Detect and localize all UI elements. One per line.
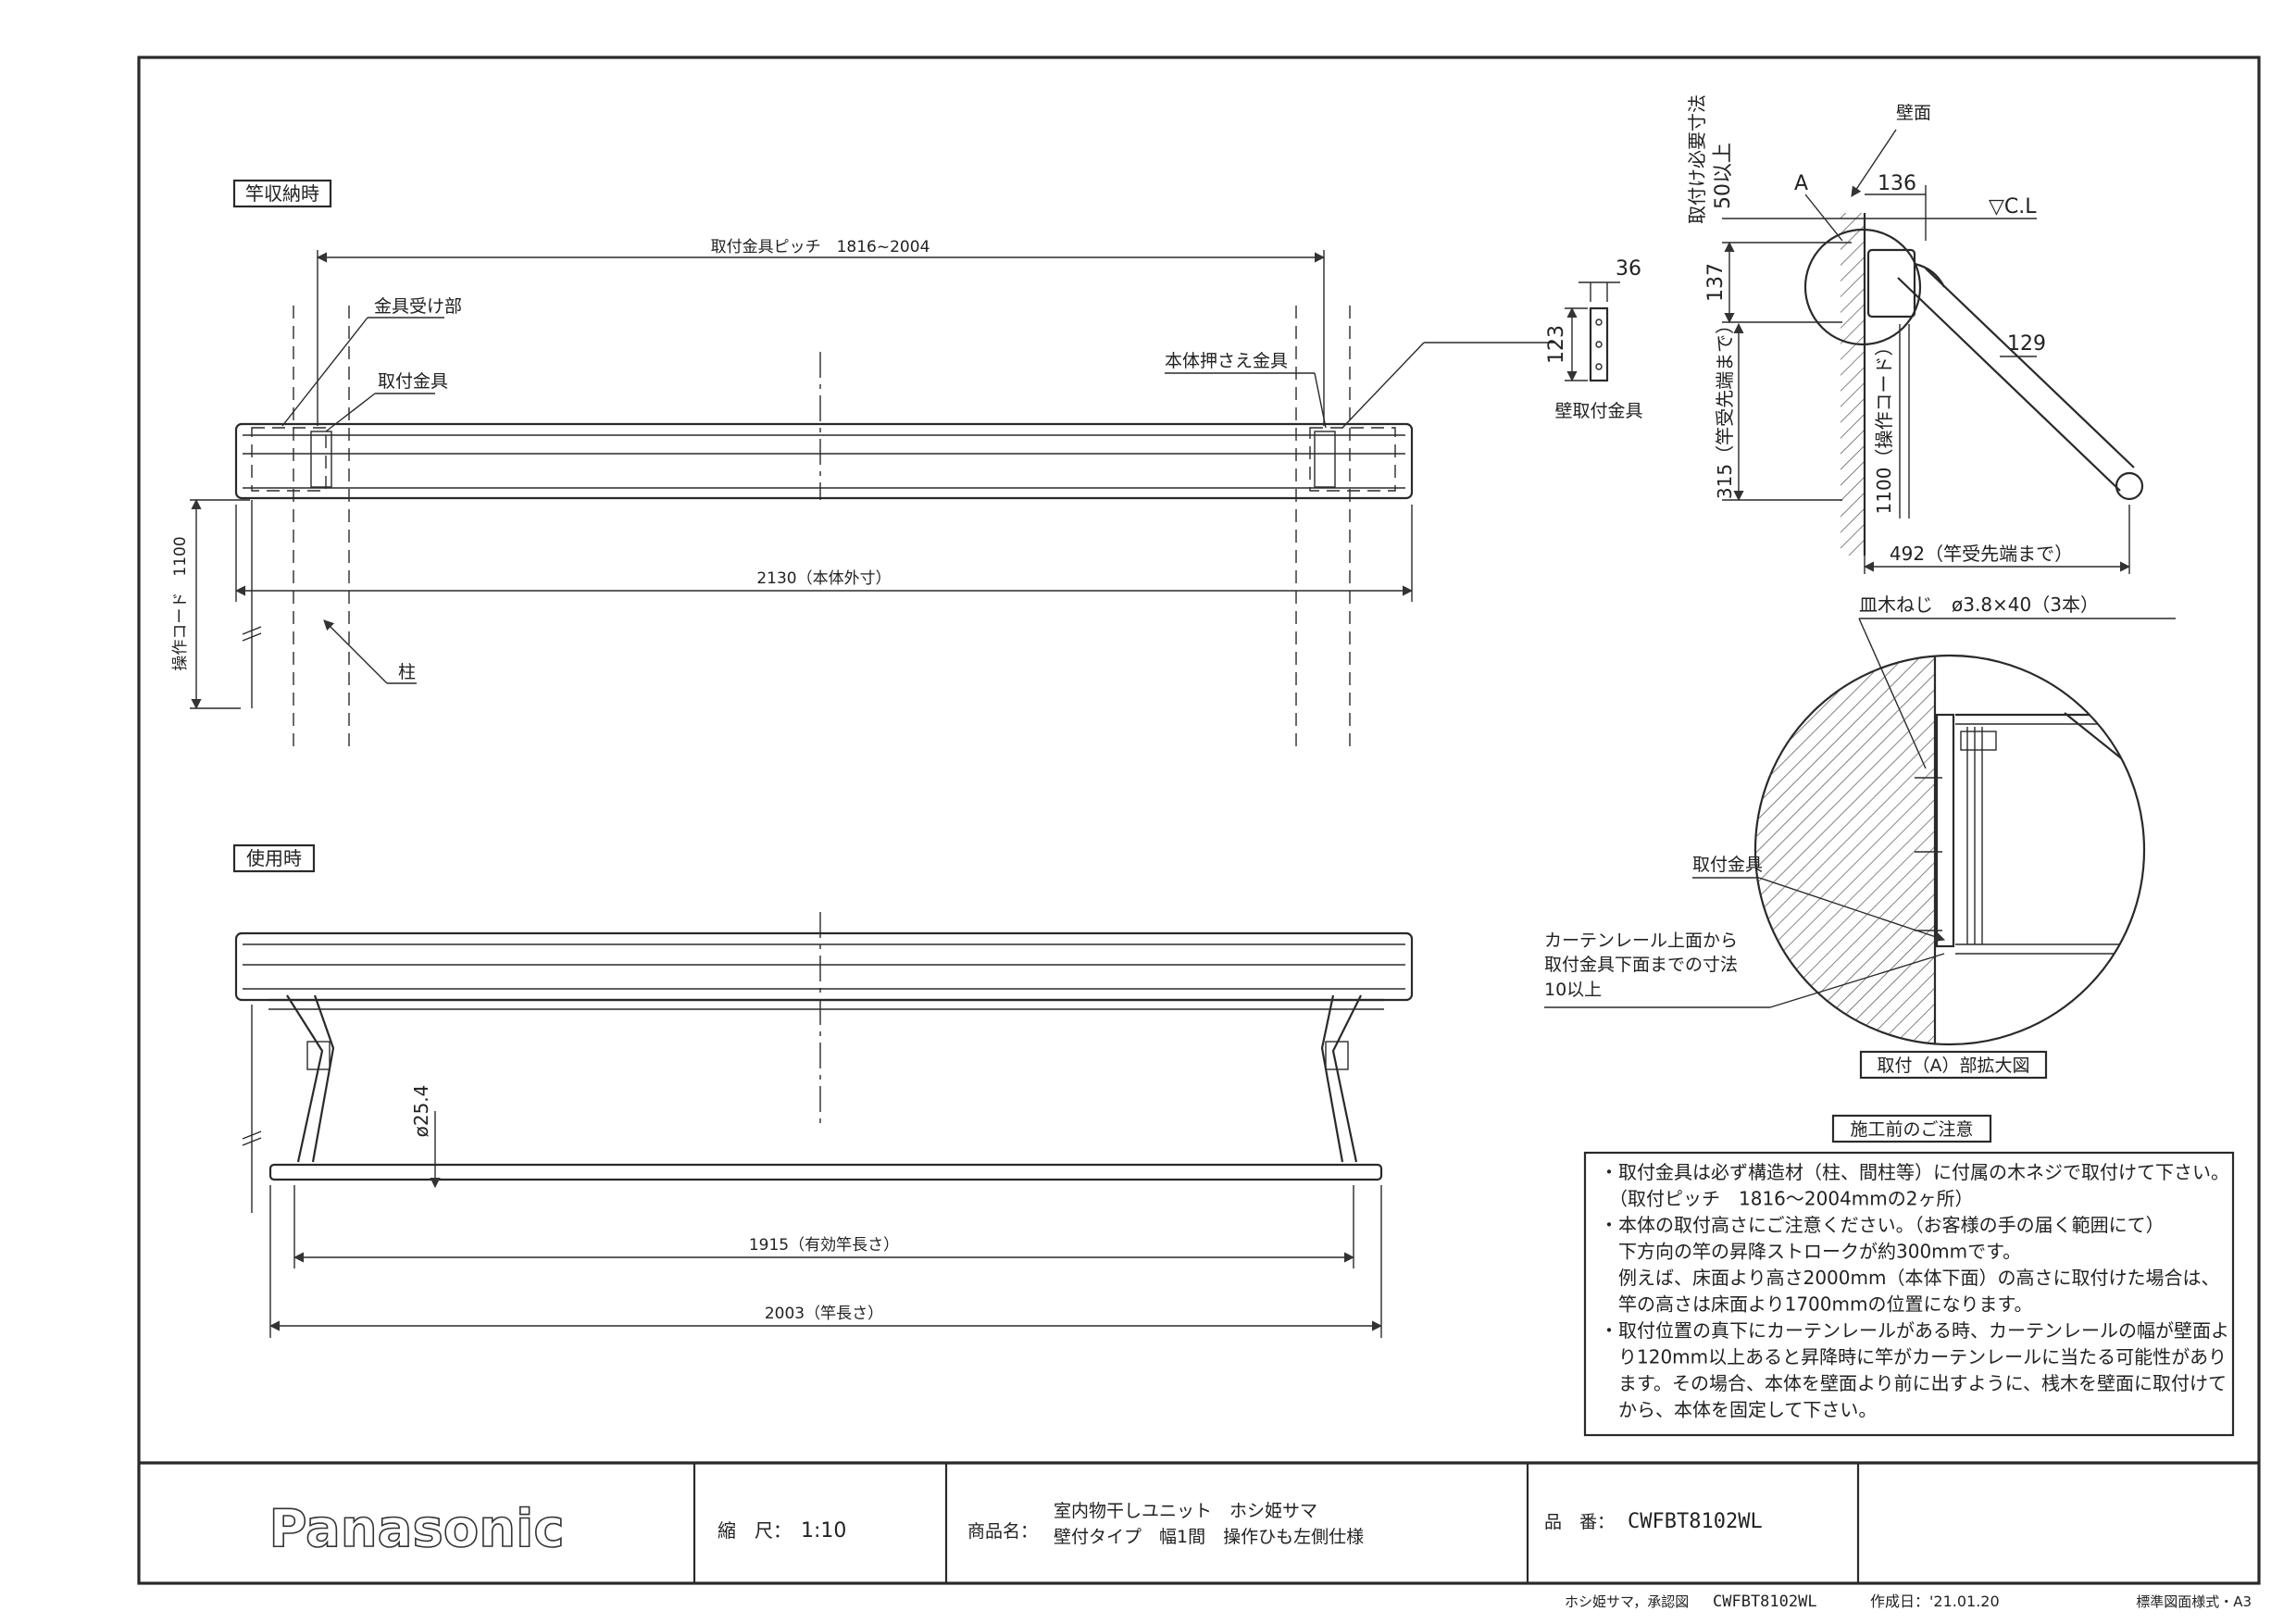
point-a-label: A (1794, 172, 1808, 195)
in-use-view: 使用時 ø25.4 1915（有効竿長さ） 2003（竿長さ） (232, 843, 1414, 1338)
part-number-value: CWFBT8102WL (1628, 1510, 1763, 1533)
detail-bracket-label: 取付金具 (1692, 855, 1763, 875)
note-line: り120mm以上あると昇降時に竿がカーテンレールに当たる可能性があり (1600, 1346, 2227, 1368)
wall-surface-label: 壁面 (1896, 103, 1931, 123)
note-line: 例えば、床面より高さ2000mm（本体下面）の高さに取付けた場合は、 (1600, 1267, 2219, 1289)
detail-view: 皿木ねじ ø3.8×40（3本） 取付金具 カーテンレール上面から 取付金具下面… (1544, 593, 2176, 1080)
pillar-label: 柱 (398, 662, 416, 682)
drawing-frame (137, 56, 2261, 1585)
footer-part: CWFBT8102WL (1713, 1593, 1817, 1611)
side-dim-136: 136 (1878, 172, 1916, 195)
note-line: 下方向の竿の昇降ストロークが約300mmです。 (1600, 1241, 2021, 1263)
ceiling-line-label: ▽C.L (1989, 195, 2037, 219)
cord-dimension: 操作コード 1100 (171, 536, 190, 670)
clearance-value: 50以上 (1712, 143, 1735, 209)
product-line-1: 室内物干しユニット ホシ姫サマ (1054, 1501, 1317, 1521)
product-label: 商品名： (967, 1521, 1038, 1542)
stored-view: 竿収納時 取付金具ピッチ 1816~2004 金具受け部 取付金具 本体押さえ金… (171, 179, 1555, 750)
note-line: ・取付金具は必ず構造材（柱、間柱等）に付属の木ネジで取付けて下さい。 (1600, 1161, 2229, 1183)
footer-doc: ホシ姫サマ，承認図 (1565, 1593, 1689, 1610)
wall-bracket-label: 壁取付金具 (1554, 401, 1642, 421)
body-retainer-label: 本体押さえ金具 (1165, 351, 1288, 371)
side-dim-1100: 1100（操作コード） (1873, 338, 1895, 515)
product-line-2: 壁付タイプ 幅1間 操作ひも左側仕様 (1054, 1527, 1364, 1547)
footer-standard: 標準図面様式・A3 (2136, 1593, 2252, 1610)
side-dim-137: 137 (1704, 263, 1728, 302)
pitch-dimension: 取付金具ピッチ 1816~2004 (711, 238, 930, 256)
note-line: 竿の高さは床面より1700mmの位置になります。 (1600, 1293, 2032, 1316)
note-line: から、本体を固定して下さい。 (1600, 1399, 1877, 1421)
note-line: （取付ピッチ 1816～2004mmの2ヶ所） (1600, 1188, 1974, 1210)
wall-bracket-height: 123 (1545, 325, 1568, 364)
pole-diameter-dimension: ø25.4 (410, 1085, 432, 1138)
unit-body-in-use (234, 931, 1414, 1002)
detail-a-marker (1803, 228, 1922, 346)
wall-bracket-width: 36 (1616, 257, 1641, 281)
footer: ホシ姫サマ，承認図 CWFBT8102WL 作成日：'21.01.20 標準図面… (1565, 1593, 2252, 1611)
wall-bracket-view: 36 123 壁取付金具 (1545, 257, 1643, 421)
note-line: ・本体の取付高さにご注意ください。（お客様の手の届く範囲にて） (1600, 1214, 2165, 1236)
notes-text: ・取付金具は必ず構造材（柱、間柱等）に付属の木ネジで取付けて下さい。 （取付ピッ… (1600, 1161, 2229, 1421)
side-dim-492: 492（竿受先端まで） (1890, 543, 2073, 565)
part-number-label: 品 番： (1544, 1512, 1615, 1532)
in-use-view-label: 使用時 (246, 847, 302, 869)
bracket-receiver-label: 金具受け部 (374, 296, 462, 317)
hanging-pole (268, 1163, 1383, 1181)
curtain-note-line-3: 10以上 (1544, 980, 1602, 1000)
unit-body-stored (234, 422, 1414, 500)
notes-title: 施工前のご注意 (1850, 1119, 1973, 1140)
side-view: 壁面 取付け必要寸法 50以上 A 136 ▽C.L 137 129 315（竿… (1686, 94, 2144, 574)
curtain-note-line-2: 取付金具下面までの寸法 (1544, 955, 1738, 975)
title-block: Panasonic 縮 尺： 1:10 商品名： 室内物干しユニット ホシ姫サマ… (268, 1463, 1860, 1583)
screw-label: 皿木ねじ ø3.8×40（3本） (1859, 593, 2099, 616)
detail-caption: 取付（A）部拡大図 (1878, 1056, 2030, 1076)
effective-length-dimension: 1915（有効竿長さ） (749, 1236, 899, 1255)
notes-box: 施工前のご注意 ・取付金具は必ず構造材（柱、間柱等）に付属の木ネジで取付けて下さ… (1583, 1114, 2235, 1437)
note-line: ます。その場合、本体を壁面より前に出すように、桟木を壁面に取付けて (1600, 1372, 2227, 1394)
panasonic-logo: Panasonic (268, 1499, 564, 1559)
side-dim-129: 129 (2007, 332, 2046, 356)
outer-dimension: 2130（本体外寸） (756, 569, 891, 588)
side-dim-315: 315（竿受先端まで） (1714, 316, 1736, 499)
pole-length-dimension: 2003（竿長さ） (765, 1305, 883, 1323)
scale-label: 縮 尺： (718, 1519, 792, 1542)
curtain-note-line-1: カーテンレール上面から (1544, 931, 1738, 951)
stored-view-label: 竿収納時 (245, 182, 319, 205)
bracket-label: 取付金具 (378, 371, 448, 392)
note-line: ・取付位置の真下にカーテンレールがある時、カーテンレールの幅が壁面よ (1600, 1319, 2229, 1342)
footer-date: 作成日：'21.01.20 (1870, 1593, 2000, 1610)
clearance-label: 取付け必要寸法 (1686, 94, 1708, 224)
scale-value: 1:10 (801, 1519, 846, 1543)
